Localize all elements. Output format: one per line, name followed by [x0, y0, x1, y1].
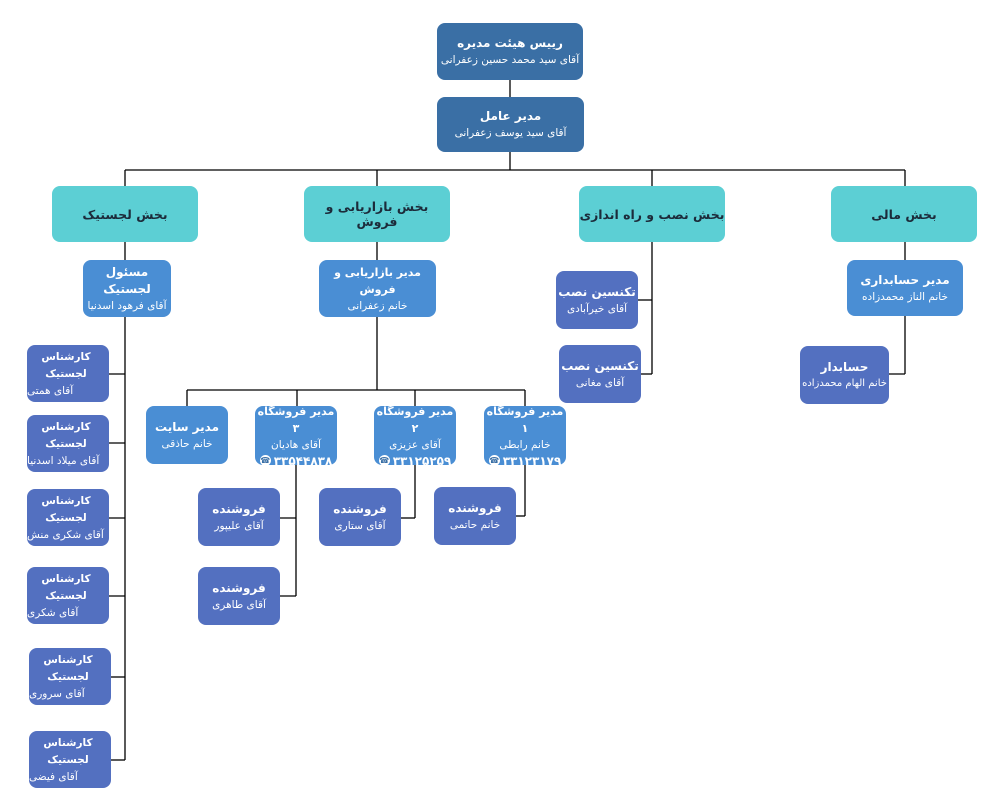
site-manager-name: خانم حاذقی: [161, 437, 213, 450]
staff-name: آقای فیضی: [29, 770, 78, 783]
staff-title: کارشناس لجستیک: [41, 420, 91, 450]
seller-name: آقای ستاری: [334, 519, 386, 532]
store-name: خانم رابطی: [499, 438, 551, 451]
marketing-head-title: مدیر بازاریابی و فروش: [334, 265, 421, 296]
finance-head-name: خانم الناز محمدزاده: [862, 290, 948, 303]
store-phone: ۳۳۱۲۵۲۵۹ ☎: [378, 453, 452, 469]
finance-head-title: مدیر حسابداری: [860, 272, 950, 287]
dept-logistics: بخش لجستیک: [52, 186, 198, 242]
dept-logistics-label: بخش لجستیک: [82, 206, 168, 222]
staff-name: آقای میلاد اسدنیا: [27, 454, 100, 467]
chairman-title: رییس هیئت مدیره: [457, 36, 563, 50]
seller-title: فروشنده: [212, 501, 266, 516]
phone-icon: ☎: [259, 455, 271, 466]
store-phone-number: ۳۳۱۲۳۱۷۹: [502, 453, 562, 468]
logistics-head-title: مسئول لجستیک: [103, 264, 151, 296]
logistics-staff-4: کارشناس لجستیک آقای شکری: [27, 567, 109, 624]
accountant-name: خانم الهام محمدزاده: [802, 377, 887, 389]
seller-title: فروشنده: [448, 500, 502, 515]
chairman-box: رییس هیئت مدیره آقای سید محمد حسین زعفرا…: [437, 23, 583, 80]
store-title: مدیر فروشگاه ۱: [486, 404, 564, 435]
marketing-head-name: خانم زعفرانی: [347, 299, 408, 312]
store-phone: ۳۳۵۴۴۸۳۸ ☎: [259, 453, 333, 469]
staff-name: آقای شکری منش: [27, 528, 104, 541]
dept-marketing-label: بخش بازاریابی و فروش: [325, 199, 429, 229]
staff-title: کارشناس لجستیک: [41, 350, 91, 380]
logistics-staff-2: کارشناس لجستیک آقای میلاد اسدنیا: [27, 415, 109, 472]
staff-title: کارشناس لجستیک: [43, 653, 93, 683]
dept-finance: بخش مالی: [831, 186, 977, 242]
ceo-name: آقای سید یوسف زعفرانی: [454, 127, 567, 139]
chairman-name: آقای سید محمد حسین زعفرانی: [440, 54, 580, 66]
seller-name: خانم حاتمی: [449, 518, 501, 531]
staff-name: آقای همتی: [27, 384, 74, 397]
staff-name: آقای شکری: [27, 606, 79, 619]
dept-install: بخش نصب و راه اندازی: [579, 186, 725, 242]
finance-head-box: مدیر حسابداری خانم الناز محمدزاده: [847, 260, 963, 316]
accountant-title: حسابدار: [820, 359, 869, 374]
store-name: آقای عزیزی: [389, 438, 441, 451]
store-phone-number: ۳۳۱۲۵۲۵۹: [392, 453, 452, 468]
dept-install-label: بخش نصب و راه اندازی: [579, 206, 725, 222]
dept-finance-label: بخش مالی: [871, 206, 937, 222]
seller-title: فروشنده: [212, 580, 266, 595]
technician-box-2: تکنسین نصب آقای مغانی: [559, 345, 641, 403]
dept-marketing: بخش بازاریابی و فروش: [304, 186, 450, 242]
staff-title: کارشناس لجستیک: [41, 572, 91, 602]
accountant-box: حسابدار خانم الهام محمدزاده: [800, 346, 889, 404]
site-manager-box: مدیر سایت خانم حاذقی: [146, 406, 228, 464]
logistics-head-box: مسئول لجستیک آقای فرهود اسدنیا: [83, 260, 171, 317]
seller-title: فروشنده: [333, 501, 387, 516]
staff-name: آقای سروری: [29, 687, 85, 700]
logistics-staff-1: کارشناس لجستیک آقای همتی: [27, 345, 109, 402]
staff-title: کارشناس لجستیک: [43, 736, 93, 766]
technician-title: تکنسین نصب: [561, 358, 639, 373]
technician-name: آقای خیرآبادی: [566, 302, 628, 315]
marketing-head-box: مدیر بازاریابی و فروش خانم زعفرانی: [319, 260, 436, 317]
logistics-staff-3: کارشناس لجستیک آقای شکری منش: [27, 489, 109, 546]
seller-box-1: فروشنده آقای علیپور: [198, 488, 280, 546]
logistics-head-name: آقای فرهود اسدنیا: [87, 299, 167, 312]
seller-name: آقای علیپور: [214, 519, 264, 532]
phone-icon: ☎: [488, 455, 500, 466]
store-name: آقای هادیان: [271, 438, 321, 451]
seller-box-3: فروشنده آقای ستاری: [319, 488, 401, 546]
technician-box-1: تکنسین نصب آقای خیرآبادی: [556, 271, 638, 329]
logistics-staff-6: کارشناس لجستیک آقای فیضی: [29, 731, 111, 788]
store-title: مدیر فروشگاه ۳: [257, 404, 335, 435]
store-title: مدیر فروشگاه ۲: [376, 404, 454, 435]
seller-box-4: فروشنده خانم حاتمی: [434, 487, 516, 545]
seller-box-2: فروشنده آقای طاهری: [198, 567, 280, 625]
site-manager-title: مدیر سایت: [154, 419, 220, 434]
store-manager-1: مدیر فروشگاه ۱ خانم رابطی ۳۳۱۲۳۱۷۹ ☎: [484, 404, 566, 468]
seller-name: آقای طاهری: [212, 598, 266, 611]
store-manager-3: مدیر فروشگاه ۳ آقای هادیان ۳۳۵۴۴۸۳۸ ☎: [255, 404, 337, 468]
phone-icon: ☎: [378, 455, 390, 466]
ceo-box: مدیر عامل آقای سید یوسف زعفرانی: [437, 97, 584, 152]
staff-title: کارشناس لجستیک: [41, 494, 91, 524]
logistics-staff-5: کارشناس لجستیک آقای سروری: [29, 648, 111, 705]
store-manager-2: مدیر فروشگاه ۲ آقای عزیزی ۳۳۱۲۵۲۵۹ ☎: [374, 404, 456, 468]
store-phone-number: ۳۳۵۴۴۸۳۸: [273, 453, 333, 468]
ceo-title: مدیر عامل: [479, 109, 542, 123]
technician-name: آقای مغانی: [575, 376, 625, 389]
technician-title: تکنسین نصب: [558, 284, 636, 299]
store-phone: ۳۳۱۲۳۱۷۹ ☎: [488, 453, 562, 469]
